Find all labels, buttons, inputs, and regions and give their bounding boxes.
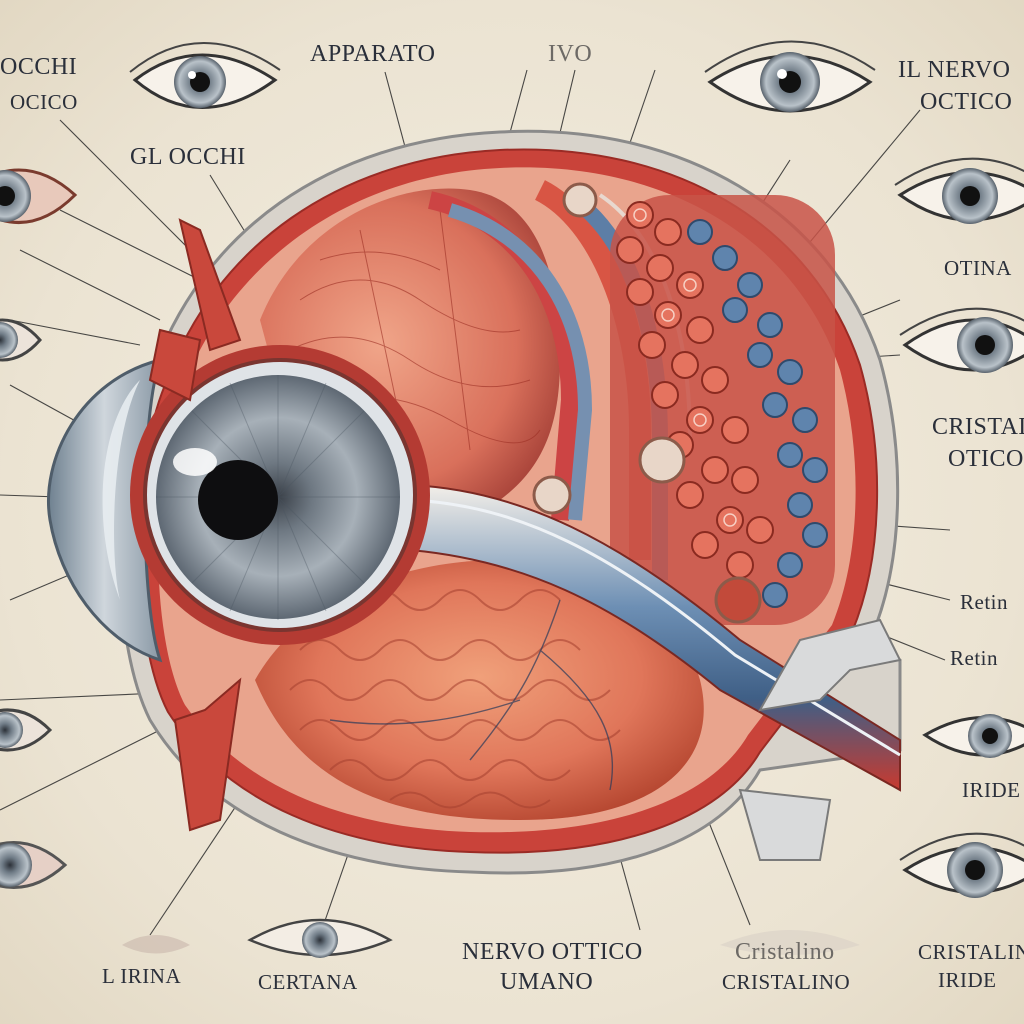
label-certana: CERTANA	[258, 970, 358, 994]
label-retin-1: Retin	[960, 590, 1008, 614]
thumb-eye-bottom-2	[247, 918, 393, 958]
label-apparato: APPARATO	[310, 41, 436, 67]
label-ottico: OCTICO	[920, 89, 1013, 115]
thumb-eye-bottom-1	[122, 935, 190, 954]
optic-canal	[738, 618, 902, 861]
label-iride-right: IRIDE	[962, 778, 1021, 802]
thumb-eye-right-1	[894, 157, 1024, 224]
extraocular-muscles	[148, 218, 242, 832]
label-ivo: IVO	[548, 41, 593, 67]
optic-nerve	[409, 483, 901, 792]
label-otina: OTINA	[944, 256, 1012, 280]
label-cristali-right: CRISTALI	[932, 414, 1024, 440]
label-l-irina: L IRINA	[102, 964, 182, 988]
label-cristalino-faint: Cristalino	[735, 939, 835, 965]
label-ocico: OCICO	[10, 90, 78, 114]
label-umano: UMANO	[500, 969, 594, 995]
thumb-eye-bottom-3	[720, 930, 860, 955]
thumb-eye-right-4	[899, 832, 1024, 898]
label-retin-2: Retin	[950, 646, 998, 670]
label-nervo-ottico: NERVO OTTICO	[462, 939, 643, 965]
thumb-eye-top-right	[704, 40, 876, 113]
thumb-eye-left-4	[0, 841, 68, 889]
label-cristalin-br: CRISTALIN	[918, 940, 1024, 964]
main-eye	[130, 345, 430, 645]
thumb-eye-left-1	[0, 168, 78, 224]
label-gl-occhi: GL OCCHI	[130, 144, 246, 170]
thumb-eye-top-left	[129, 42, 281, 109]
thumb-eye-right-2	[899, 307, 1024, 373]
label-occhi: OCCHI	[0, 54, 78, 80]
label-il-nervo: IL NERVO	[898, 57, 1011, 83]
thumb-eye-left-2	[0, 318, 42, 362]
label-cristalino: CRISTALINO	[722, 970, 851, 994]
label-iride-br: IRIDE	[938, 968, 997, 992]
thumb-eye-right-3	[922, 714, 1024, 758]
vitreous-tissue-lower	[255, 560, 704, 820]
vessel-cross-sections	[532, 182, 762, 624]
thumb-eye-left-3	[0, 708, 53, 752]
label-otico-right: OTICO	[948, 446, 1024, 472]
photoreceptor-coils	[610, 195, 835, 625]
